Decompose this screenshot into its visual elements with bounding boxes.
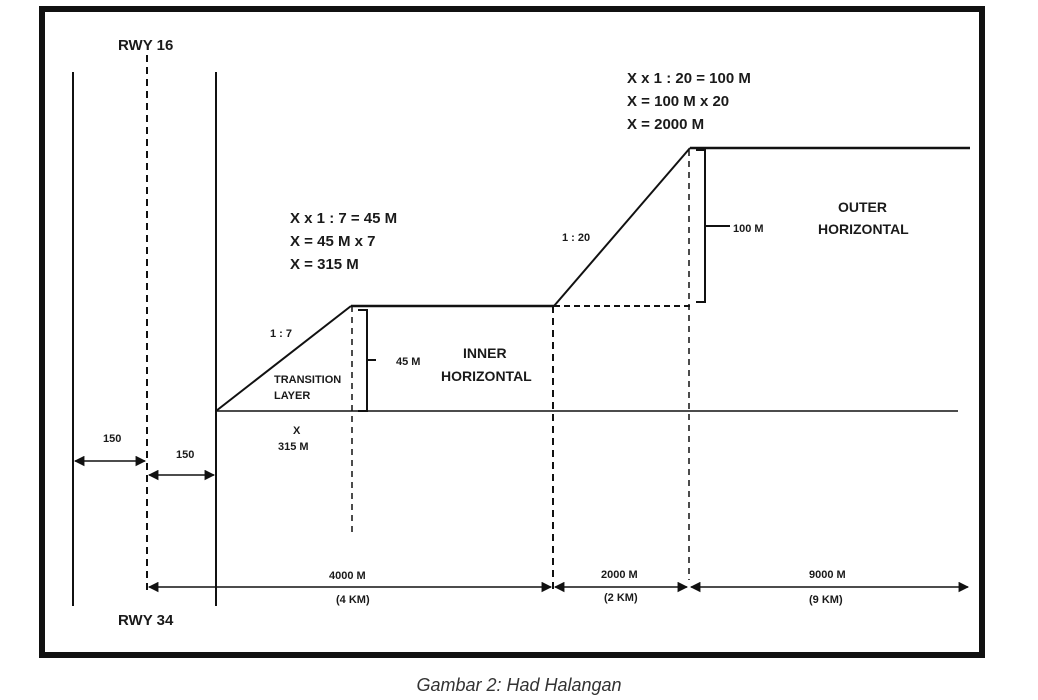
transition-slope (215, 305, 352, 412)
transition-equation-line2: X = 45 M x 7 (290, 233, 375, 250)
height-bracket-100m (696, 149, 730, 303)
runway-16-label: RWY 16 (118, 37, 173, 54)
distance-label-4000m: 4000 M (329, 570, 366, 582)
distance-label-9000m: 9000 M (809, 569, 846, 581)
transition-height-label: 45 M (396, 356, 420, 368)
conical-slope (553, 147, 691, 307)
distance-label-4km: (4 KM) (336, 594, 370, 606)
obstacle-limitation-diagram: RWY 16 RWY 34 150 150 X x 1 : 7 = 45 M X… (39, 6, 985, 658)
outer-horizontal-label-line2: HORIZONTAL (818, 221, 909, 237)
conical-equation-line3: X = 2000 M (627, 116, 704, 133)
transition-layer-label-line1: TRANSITION (274, 374, 341, 386)
transition-layer-label-line2: LAYER (274, 390, 310, 402)
outer-horizontal-label-line1: OUTER (838, 199, 887, 215)
inner-horizontal-label-line2: HORIZONTAL (441, 368, 532, 384)
inner-horizontal-label-line1: INNER (463, 345, 507, 361)
transition-x-label: X (293, 425, 301, 437)
distance-label-2km: (2 KM) (604, 592, 638, 604)
conical-equation-line1: X x 1 : 20 = 100 M (627, 70, 751, 87)
figure-caption: Gambar 2: Had Halangan (416, 675, 622, 695)
transition-equation-line3: X = 315 M (290, 256, 359, 273)
runway-34-label: RWY 34 (118, 612, 174, 629)
dim-150-left-label: 150 (103, 433, 121, 445)
figure-frame (39, 6, 985, 658)
dim-150-right-label: 150 (176, 449, 194, 461)
conical-equation-line2: X = 100 M x 20 (627, 93, 729, 110)
conical-height-label: 100 M (733, 223, 764, 235)
transition-equation-line1: X x 1 : 7 = 45 M (290, 210, 397, 227)
distance-label-2000m: 2000 M (601, 569, 638, 581)
height-bracket-45m (358, 309, 376, 412)
distance-label-9km: (9 KM) (809, 594, 843, 606)
transition-x-value: 315 M (278, 441, 309, 453)
transition-slope-label: 1 : 7 (270, 328, 292, 340)
conical-slope-label: 1 : 20 (562, 232, 590, 244)
